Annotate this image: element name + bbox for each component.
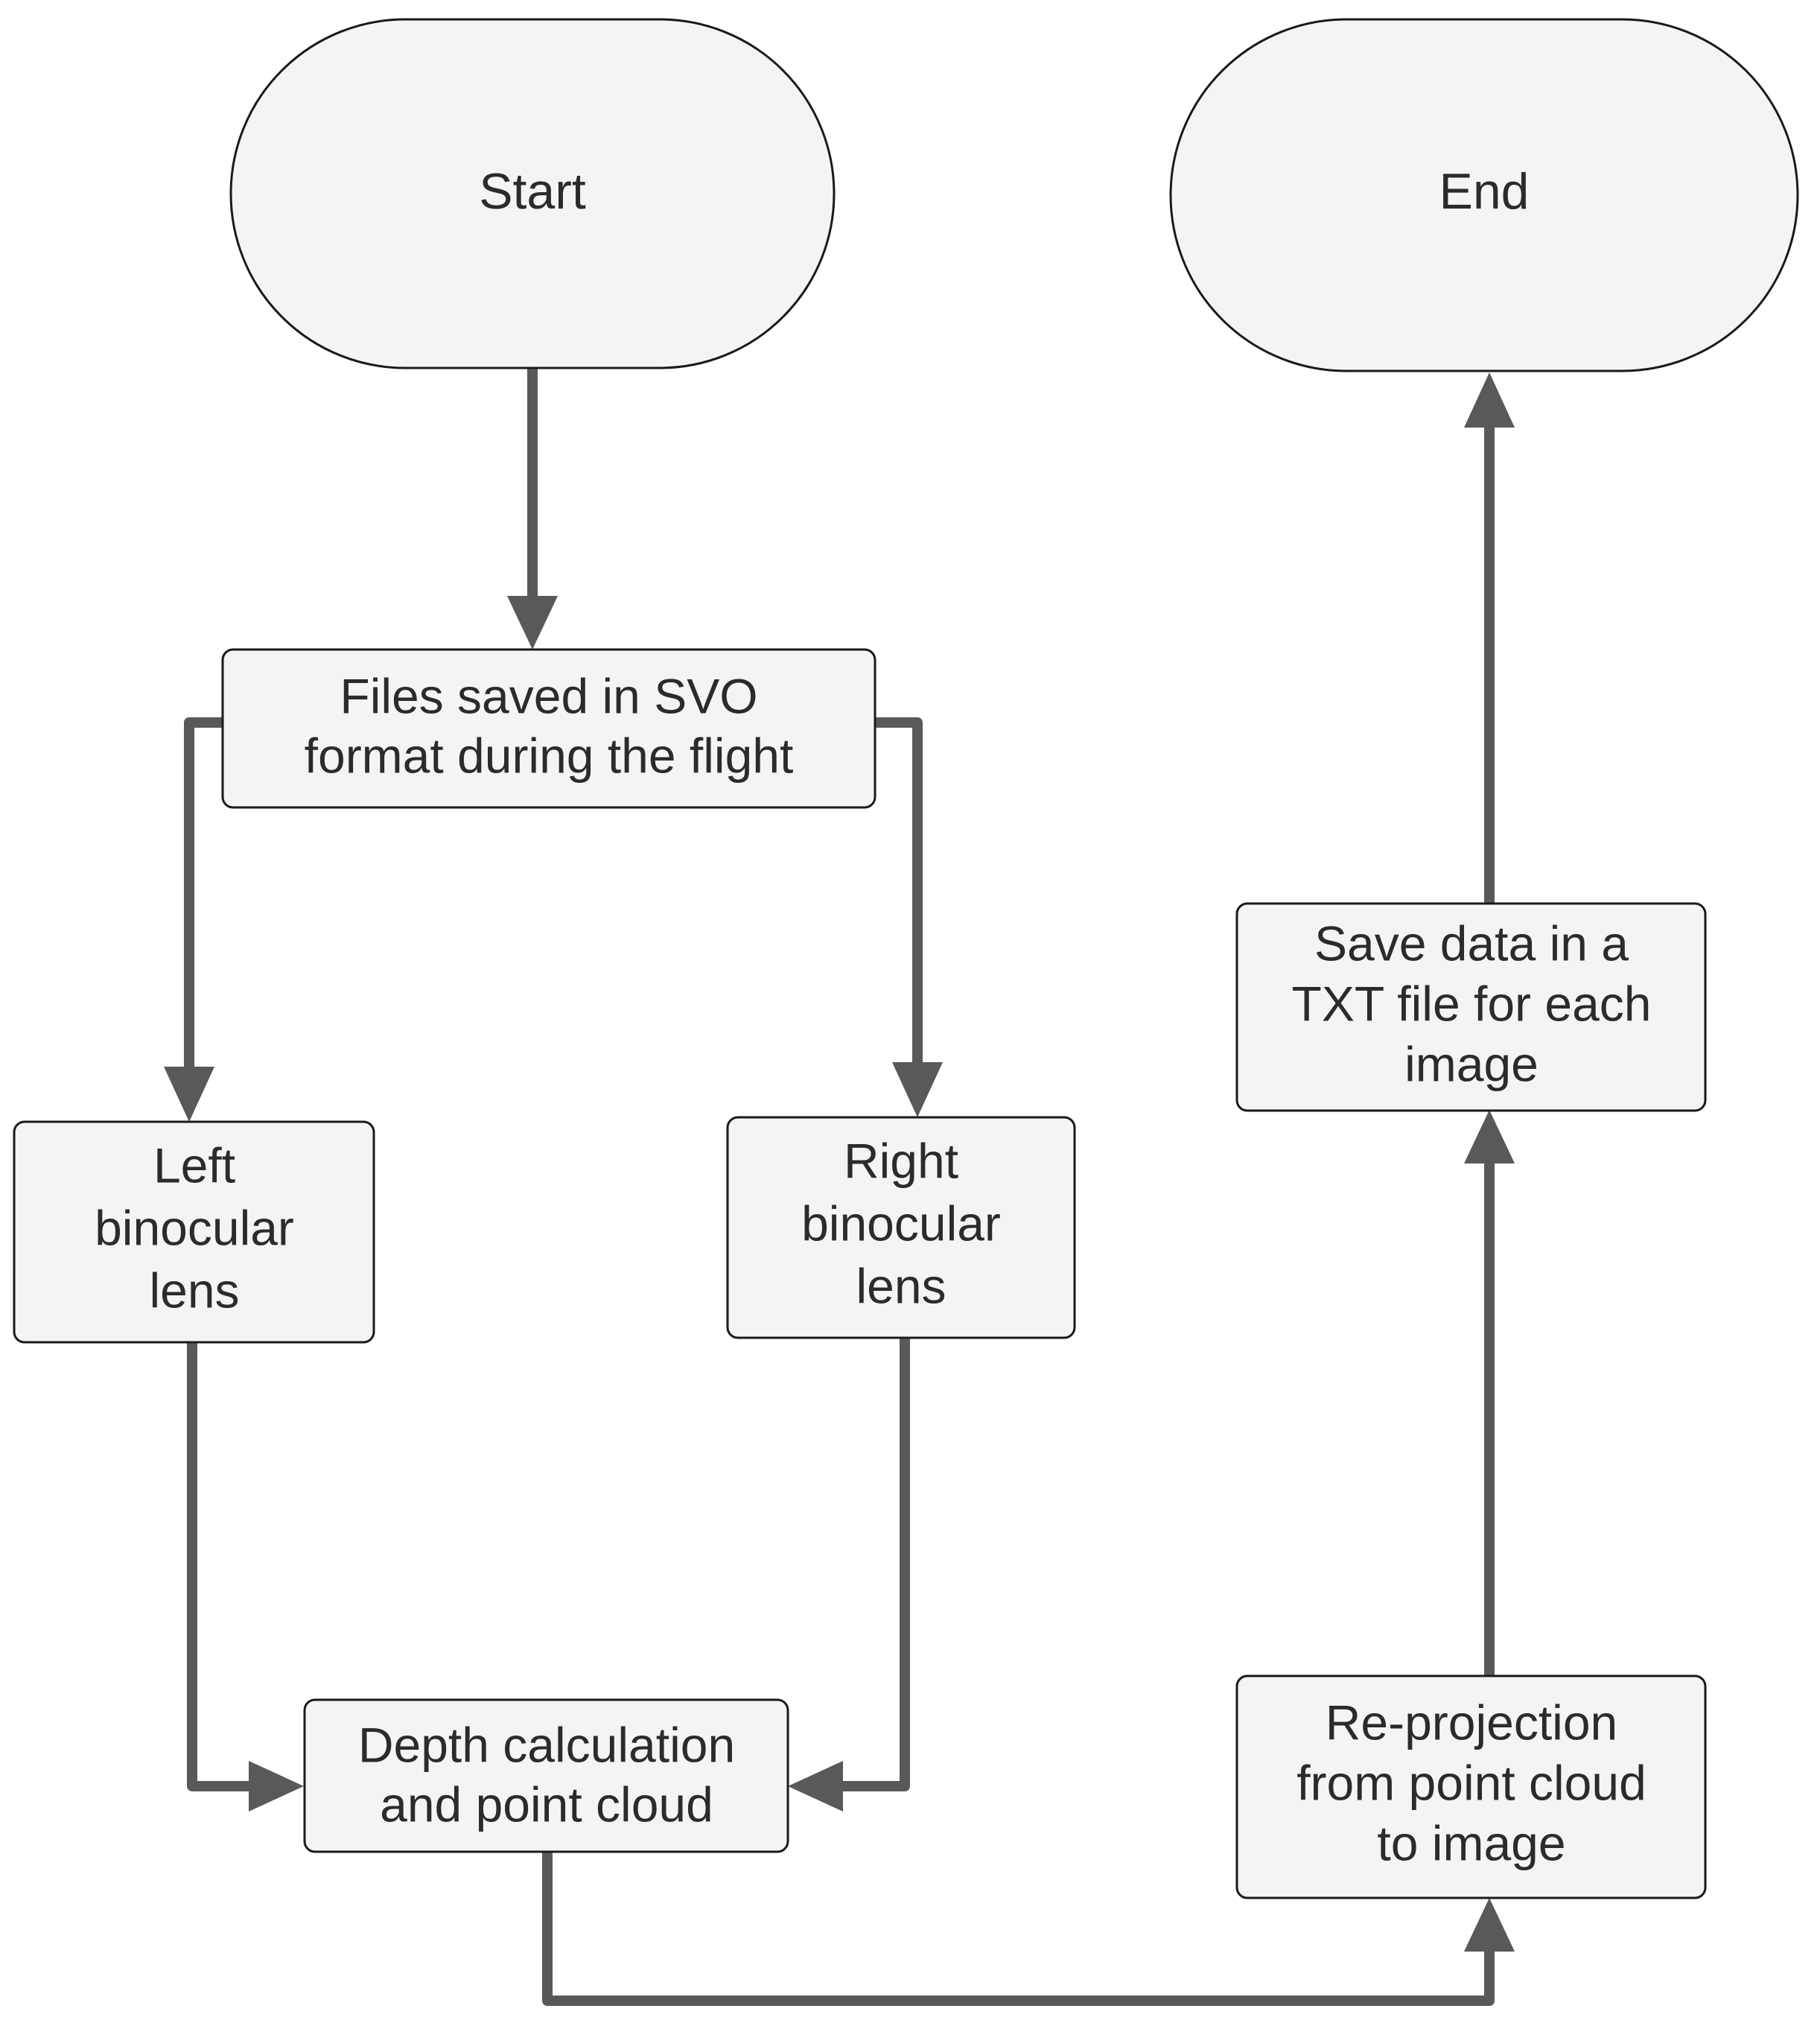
- node-reprojection-label-line1: Re-projection: [1326, 1695, 1618, 1750]
- node-depth-label-line1: Depth calculation: [358, 1717, 735, 1772]
- node-left-lens-label-line1: Left: [153, 1137, 235, 1193]
- node-svo-label-line1: Files saved in SVO: [340, 668, 757, 723]
- node-savetxt-shape: [1235, 902, 1707, 1112]
- node-start-label: Start: [479, 163, 586, 220]
- node-end-shape: [1169, 18, 1799, 372]
- node-right-lens-label-line3: lens: [856, 1258, 946, 1313]
- node-reprojection-label-line3: to image: [1377, 1815, 1565, 1870]
- edge-left-lens-to-depth: [187, 1341, 304, 1812]
- edge-line-left-lens-to-depth: [187, 1341, 262, 1791]
- node-right-lens[interactable]: Right binocular lens: [726, 1116, 1076, 1339]
- node-right-lens-label-line2: binocular: [801, 1196, 1001, 1251]
- arrowhead-right-lens-to-depth: [788, 1761, 843, 1812]
- edge-start-to-svo: [507, 369, 558, 650]
- edge-svo-to-right-lens: [875, 717, 943, 1117]
- node-left-lens[interactable]: Left binocular lens: [13, 1120, 375, 1344]
- arrowhead-depth-to-reprojection: [1464, 1898, 1515, 1952]
- arrowhead-left-lens-to-depth: [249, 1761, 304, 1812]
- edge-svo-to-left-lens: [164, 717, 222, 1122]
- node-reprojection[interactable]: Re-projection from point cloud to image: [1235, 1674, 1707, 1899]
- arrowhead-svo-to-left-lens: [164, 1067, 214, 1122]
- node-right-lens-shape: [726, 1116, 1076, 1339]
- node-reprojection-shape: [1235, 1674, 1707, 1899]
- edge-line-depth-to-reprojection: [542, 1851, 1495, 2006]
- node-svo[interactable]: Files saved in SVO format during the fli…: [221, 648, 876, 809]
- node-end[interactable]: End: [1169, 18, 1799, 372]
- node-left-lens-label-line2: binocular: [95, 1200, 294, 1255]
- edge-depth-to-reprojection: [542, 1851, 1515, 2006]
- arrowhead-svo-to-right-lens: [892, 1062, 943, 1117]
- node-savetxt-label-line2: TXT file for each: [1292, 976, 1652, 1031]
- node-depth-label-line2: and point cloud: [380, 1777, 713, 1832]
- node-savetxt[interactable]: Save data in a TXT file for each image: [1235, 902, 1707, 1112]
- node-svo-shape: [221, 648, 876, 809]
- arrowhead-savetxt-to-end: [1464, 372, 1515, 428]
- arrowhead-reprojection-to-savetxt: [1464, 1110, 1515, 1163]
- arrowhead-start-to-svo: [507, 596, 558, 650]
- node-left-lens-label-line3: lens: [149, 1263, 239, 1318]
- node-savetxt-label-line3: image: [1404, 1036, 1539, 1091]
- node-end-label: End: [1439, 163, 1530, 220]
- node-depth[interactable]: Depth calculation and point cloud: [303, 1698, 789, 1853]
- node-depth-shape: [303, 1698, 789, 1853]
- edge-reprojection-to-savetxt: [1464, 1110, 1515, 1676]
- edge-savetxt-to-end: [1464, 372, 1515, 904]
- edge-line-svo-to-right-lens: [875, 717, 923, 1076]
- edge-right-lens-to-depth: [788, 1337, 910, 1812]
- edge-line-svo-to-left-lens: [184, 717, 222, 1080]
- node-svo-label-line2: format during the flight: [305, 728, 794, 783]
- node-right-lens-label-line1: Right: [844, 1133, 958, 1188]
- node-reprojection-label-line2: from point cloud: [1296, 1755, 1646, 1810]
- node-left-lens-shape: [13, 1120, 375, 1344]
- node-savetxt-label-line1: Save data in a: [1314, 915, 1629, 971]
- node-start[interactable]: Start: [229, 18, 836, 369]
- node-start-shape: [229, 18, 836, 369]
- edge-line-right-lens-to-depth: [831, 1337, 910, 1791]
